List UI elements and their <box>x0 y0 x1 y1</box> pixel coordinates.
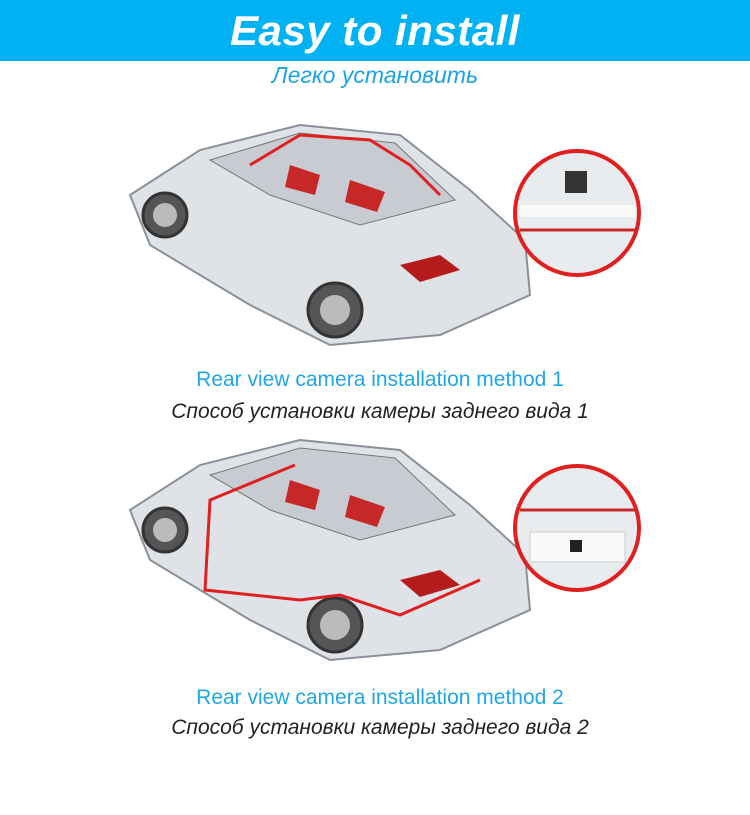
camera-detail-inset <box>513 464 641 592</box>
method-1-caption-ru: Способ установки камеры заднего вида 1 <box>171 400 589 423</box>
car-illustration <box>128 438 532 662</box>
car-diagram-method-2 <box>128 438 641 662</box>
car-diagram-method-1 <box>128 123 641 347</box>
page-subtitle: Легко установить <box>271 62 479 88</box>
car-illustration <box>128 123 532 347</box>
camera-wire <box>249 133 442 197</box>
camera-icon <box>565 171 587 193</box>
method-1-caption-en: Rear view camera installation method 1 <box>196 368 564 391</box>
header-banner: Easy to install <box>0 0 750 61</box>
camera-detail-inset <box>513 149 641 277</box>
method-2-caption-ru: Способ установки камеры заднего вида 2 <box>171 716 589 739</box>
camera-icon <box>570 540 582 552</box>
page-title: Easy to install <box>230 6 520 54</box>
camera-wire <box>203 463 481 617</box>
method-2-caption-en: Rear view camera installation method 2 <box>196 686 564 709</box>
